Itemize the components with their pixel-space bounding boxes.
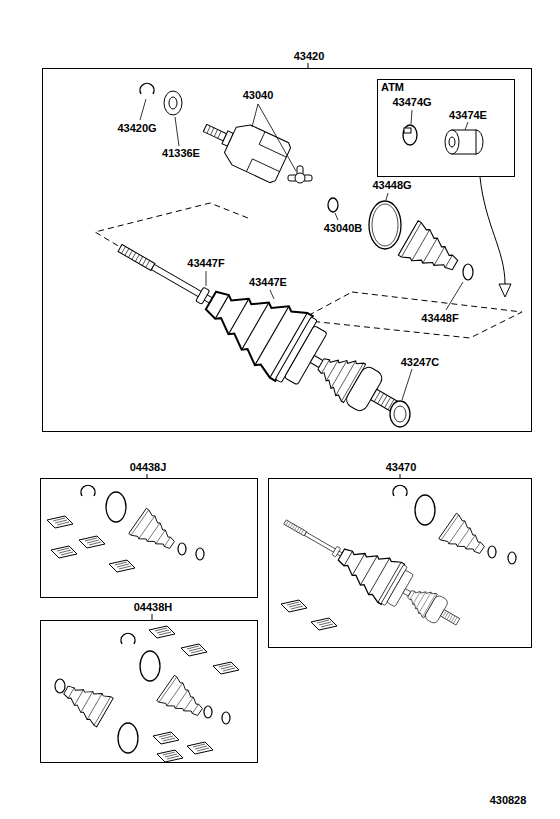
kit-box: 04438J	[40, 478, 258, 598]
callout-number: 43474E	[449, 109, 487, 122]
assembly-box: 43470	[268, 478, 532, 648]
callout-number: 43420G	[117, 122, 156, 135]
callout-number: 43040B	[324, 222, 363, 235]
part-number-heading: 04438J	[130, 461, 167, 474]
callout-number: 43448G	[372, 179, 411, 192]
callout-number: 43447E	[249, 276, 287, 289]
callout-number: 43247C	[401, 356, 440, 369]
part-number-heading: 04438H	[134, 601, 173, 614]
figure-number: 430828	[490, 794, 527, 807]
assembly-frame: 43420ATM	[42, 68, 532, 432]
callout-number: 43448F	[421, 312, 458, 325]
part-number-heading: 43420	[294, 50, 325, 63]
callout-number: 43040	[243, 89, 274, 102]
callout-number: 43474G	[392, 96, 431, 109]
kit-box: 04438H	[40, 620, 258, 763]
callout-number: 43447F	[187, 257, 224, 270]
part-number-heading: ATM	[381, 81, 404, 94]
option-box: ATM	[377, 79, 515, 177]
part-number-heading: 43470	[386, 461, 417, 474]
callout-number: 41336E	[162, 147, 200, 160]
